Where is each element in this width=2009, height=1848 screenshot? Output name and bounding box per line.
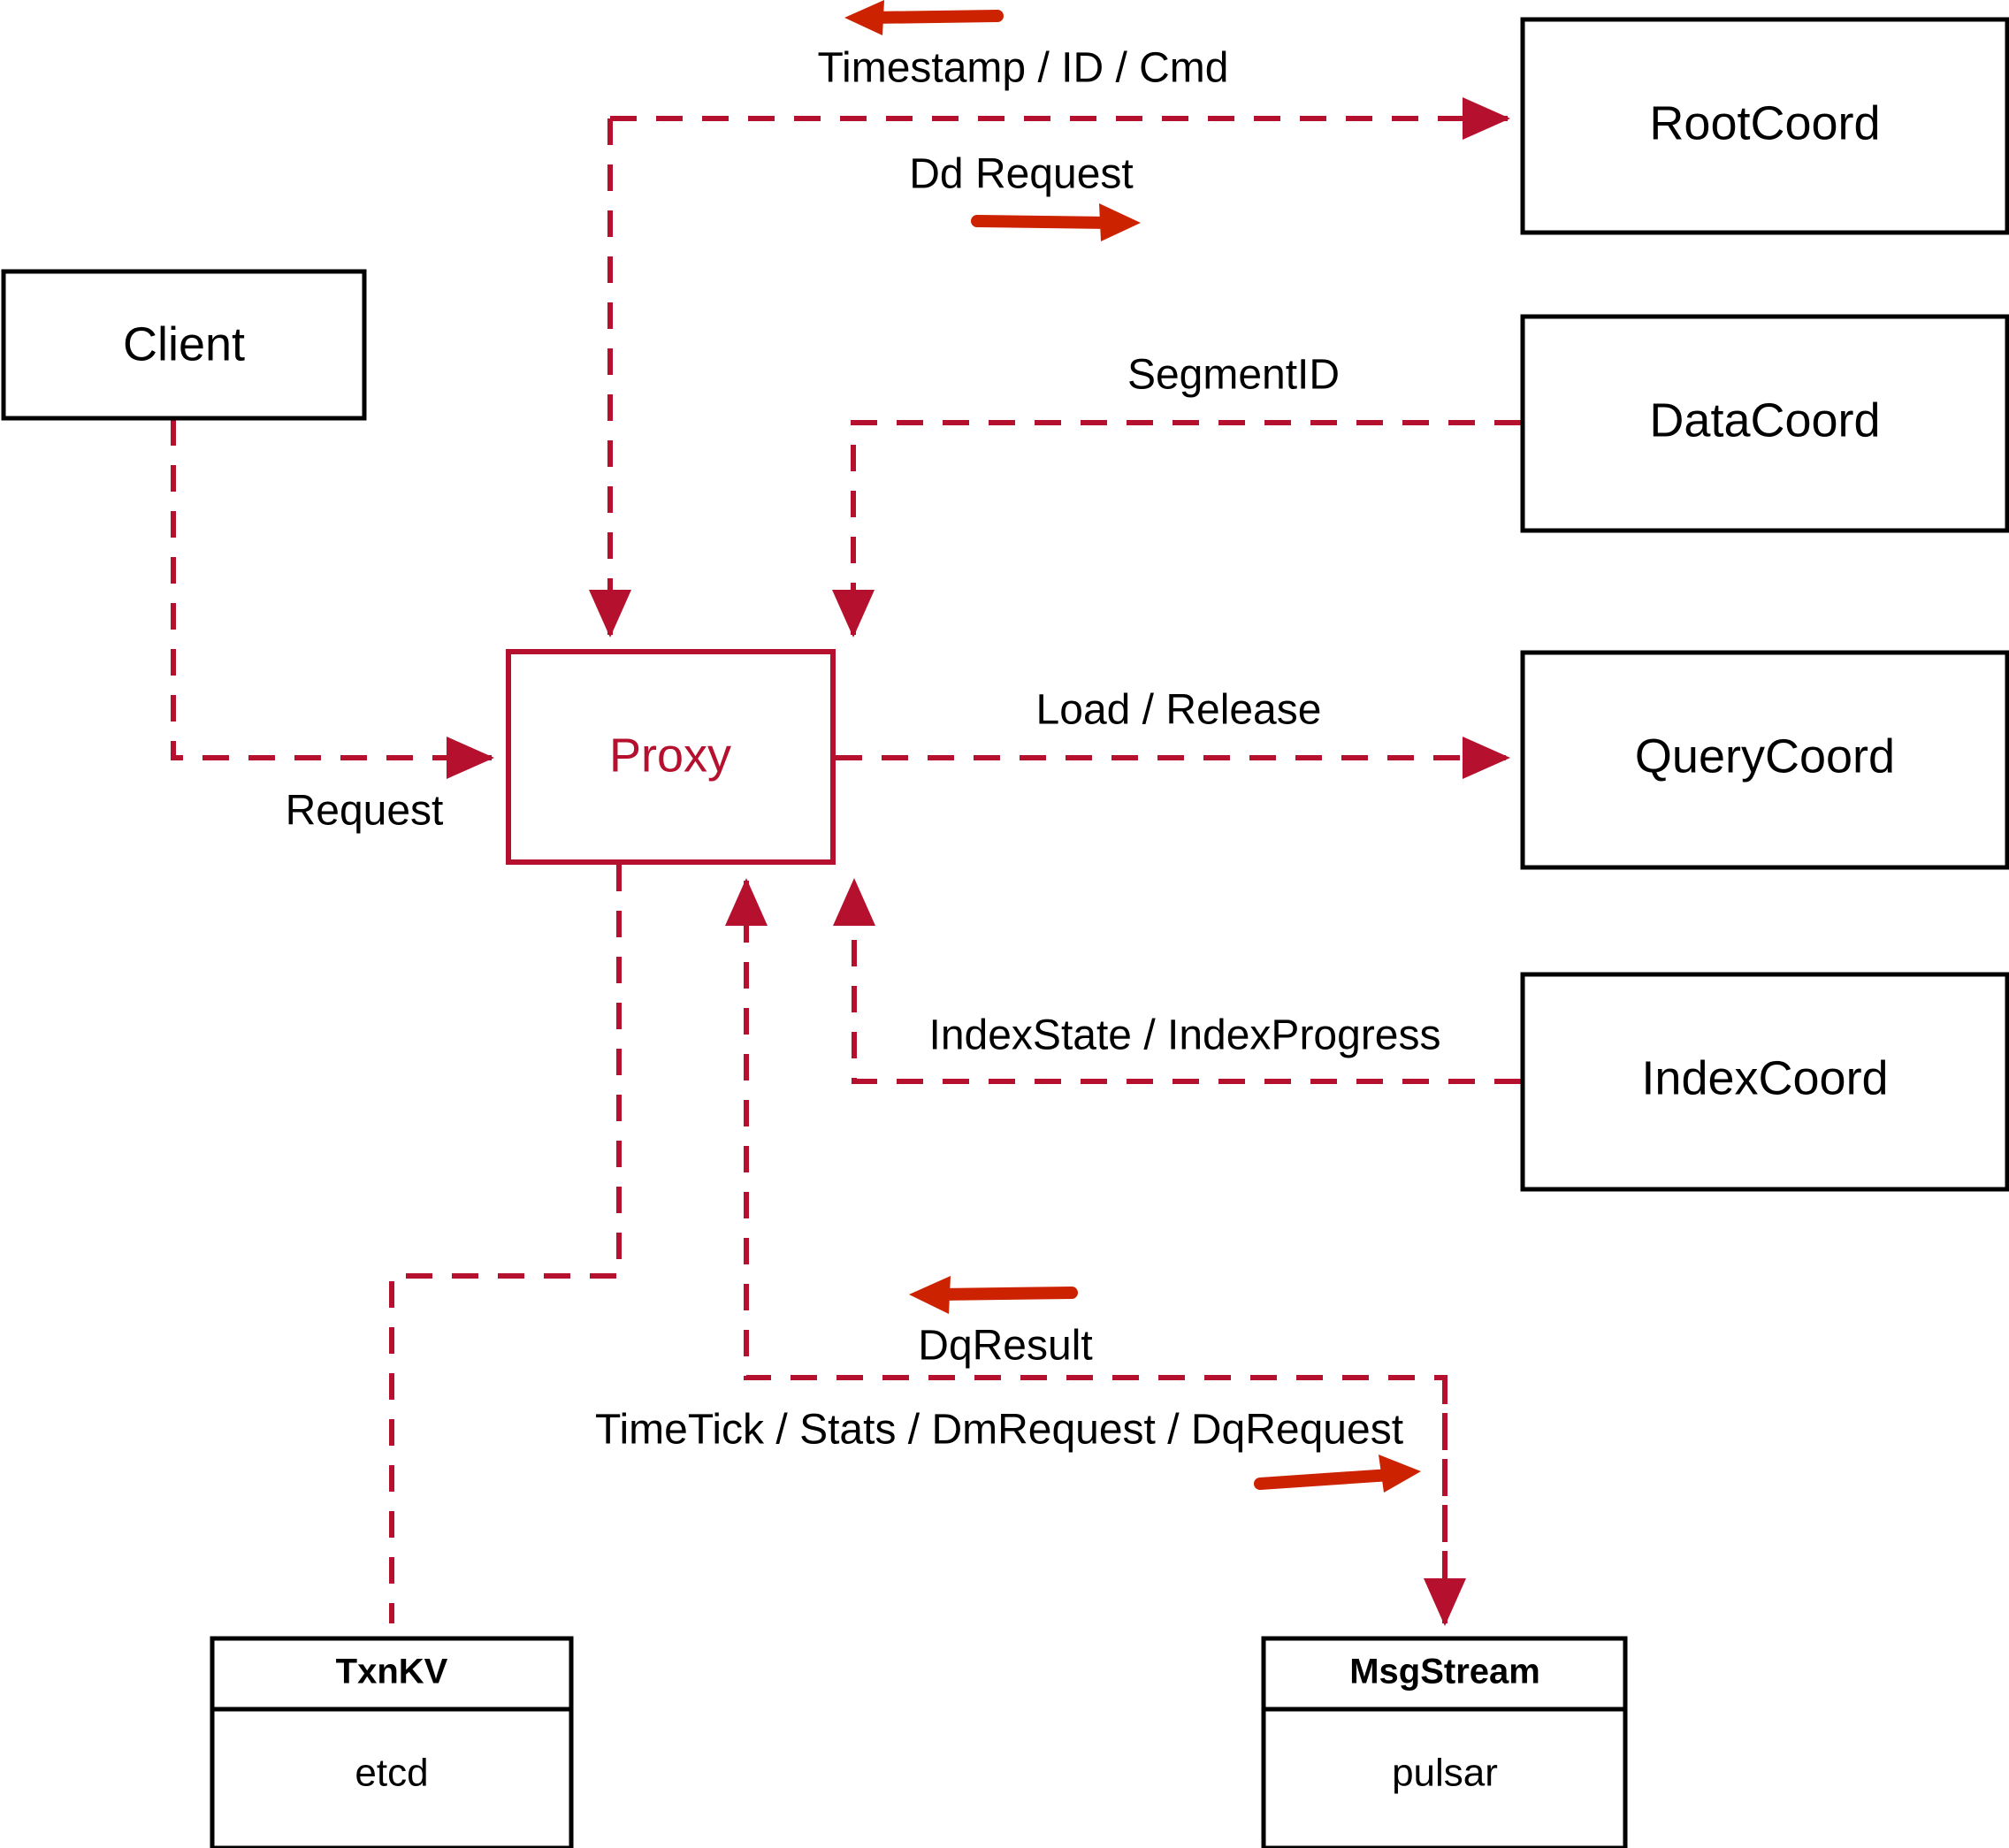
node-querycoord[interactable]: QueryCoord [1520, 650, 2009, 870]
edge-label-request: Request [286, 788, 444, 835]
node-txnkv[interactable]: TxnKV etcd [210, 1636, 574, 1848]
node-proxy-label: Proxy [609, 729, 731, 782]
node-indexcoord-label: IndexCoord [1641, 1051, 1888, 1104]
edge-label-segment-id: SegmentID [1127, 352, 1340, 399]
node-rootcoord[interactable]: RootCoord [1520, 17, 2009, 235]
edge-proxy-msgstream [725, 878, 1466, 1626]
edge-label-time-tick-stats: TimeTick / Stats / DmRequest / DqRequest [595, 1407, 1403, 1454]
node-msgstream-impl: pulsar [1392, 1752, 1498, 1795]
flow-arrow-dd-request-right [971, 203, 1141, 241]
edge-client-to-proxy [171, 419, 494, 779]
node-msgstream-title: MsgStream [1349, 1653, 1540, 1691]
node-datacoord-label: DataCoord [1649, 393, 1880, 447]
edge-label-index-state-progress: IndexState / IndexProgress [929, 1012, 1441, 1059]
flow-arrow-timestamp-left [844, 0, 1004, 35]
node-client[interactable]: Client [1, 269, 367, 421]
flow-arrow-dqrequest-right [1254, 1455, 1421, 1493]
edge-indexcoord-to-proxy [833, 878, 1521, 1084]
node-txnkv-impl: etcd [355, 1752, 428, 1795]
node-proxy[interactable]: Proxy [506, 649, 836, 865]
flow-arrow-dqresult-left [909, 1276, 1078, 1314]
edge-proxy-to-txnkv [389, 865, 622, 1623]
edge-label-dq-result: DqResult [918, 1323, 1092, 1370]
node-querycoord-label: QueryCoord [1635, 729, 1895, 783]
node-client-label: Client [123, 317, 245, 370]
edge-label-load-release: Load / Release [1036, 687, 1322, 734]
node-msgstream[interactable]: MsgStream pulsar [1261, 1636, 1628, 1848]
node-datacoord[interactable]: DataCoord [1520, 314, 2009, 533]
edge-datacoord-to-proxy [832, 420, 1521, 638]
edge-proxy-to-rootcoord [589, 97, 1510, 638]
edge-label-dd-request: Dd Request [909, 151, 1133, 198]
node-txnkv-title: TxnKV [336, 1653, 448, 1691]
node-indexcoord[interactable]: IndexCoord [1520, 972, 2009, 1192]
edge-label-timestamp-id-cmd: Timestamp / ID / Cmd [818, 45, 1229, 92]
node-rootcoord-label: RootCoord [1649, 96, 1880, 149]
